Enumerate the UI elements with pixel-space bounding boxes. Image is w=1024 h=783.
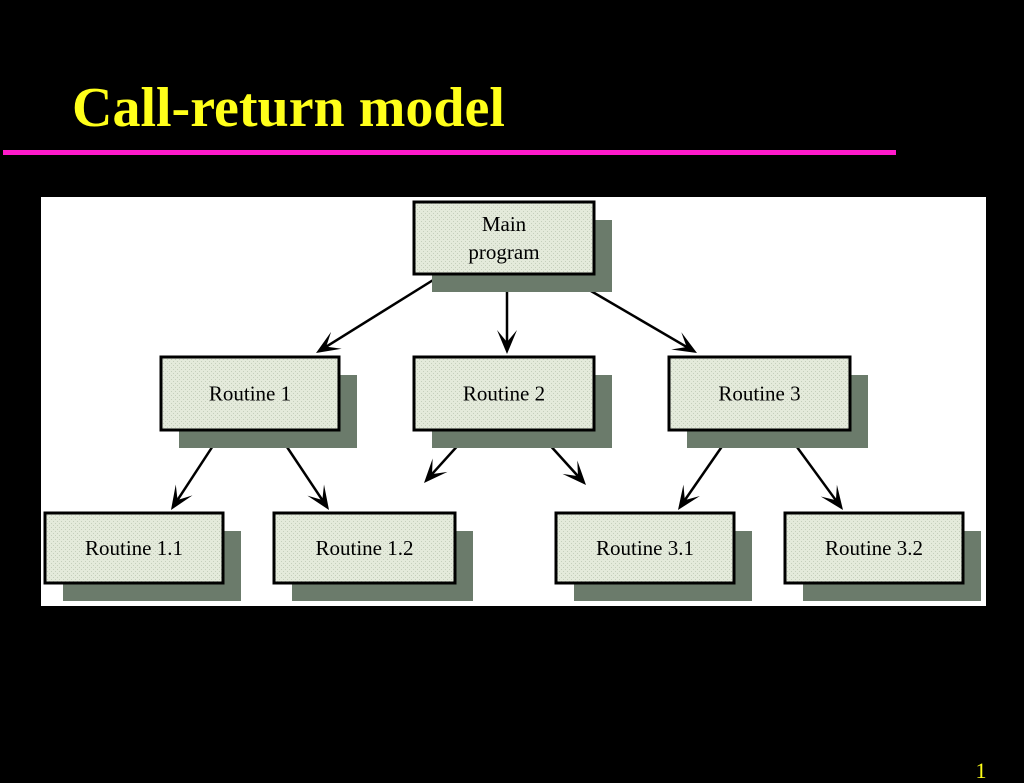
routine-label: Routine 1.1 bbox=[85, 536, 183, 560]
title-underline bbox=[3, 150, 896, 155]
arrowhead-icon bbox=[678, 484, 700, 510]
routine-box-frame bbox=[412, 355, 596, 432]
routine-box-frame bbox=[159, 355, 341, 432]
routine-box-frame bbox=[43, 511, 225, 585]
routine-box-main: Main program bbox=[412, 200, 612, 292]
routine-label: Main bbox=[482, 212, 527, 236]
arrowhead-icon bbox=[316, 331, 342, 353]
routine-box-frame bbox=[272, 511, 457, 585]
routine-box-r31: Routine 3.1 bbox=[554, 511, 752, 601]
routine-box-r1: Routine 1 bbox=[159, 355, 357, 448]
routine-box-r32: Routine 3.2 bbox=[783, 511, 981, 601]
routine-box-frame bbox=[412, 200, 596, 276]
arrowhead-icon bbox=[171, 484, 193, 510]
call-arrow-main-to-r1 bbox=[316, 275, 439, 353]
arrowhead-icon bbox=[307, 484, 329, 510]
routine-label: program bbox=[468, 240, 539, 264]
routine-label: Routine 3.1 bbox=[596, 536, 694, 560]
routine-label: Routine 1 bbox=[209, 382, 291, 406]
arrowhead-icon bbox=[671, 332, 697, 353]
routine-label: Routine 2 bbox=[463, 382, 545, 406]
routine-box-r2: Routine 2 bbox=[412, 355, 612, 448]
arrowhead-icon bbox=[424, 458, 448, 483]
routine-box-frame bbox=[783, 511, 965, 585]
routine-box-frame bbox=[667, 355, 852, 432]
routine-box-frame bbox=[554, 511, 736, 585]
arrowhead-icon bbox=[562, 460, 586, 485]
routine-box-r12: Routine 1.2 bbox=[272, 511, 473, 601]
routine-label: Routine 3.2 bbox=[825, 536, 923, 560]
routine-label: Routine 1.2 bbox=[316, 536, 414, 560]
arrowhead-icon bbox=[820, 484, 843, 510]
routine-label: Routine 3 bbox=[718, 382, 800, 406]
arrowhead-icon bbox=[497, 330, 517, 354]
page-number: 1 bbox=[975, 758, 987, 783]
routine-box-r3: Routine 3 bbox=[667, 355, 868, 448]
slide-title: Call-return model bbox=[72, 77, 505, 139]
routine-box-r11: Routine 1.1 bbox=[43, 511, 241, 601]
call-arrow-line bbox=[325, 275, 439, 348]
